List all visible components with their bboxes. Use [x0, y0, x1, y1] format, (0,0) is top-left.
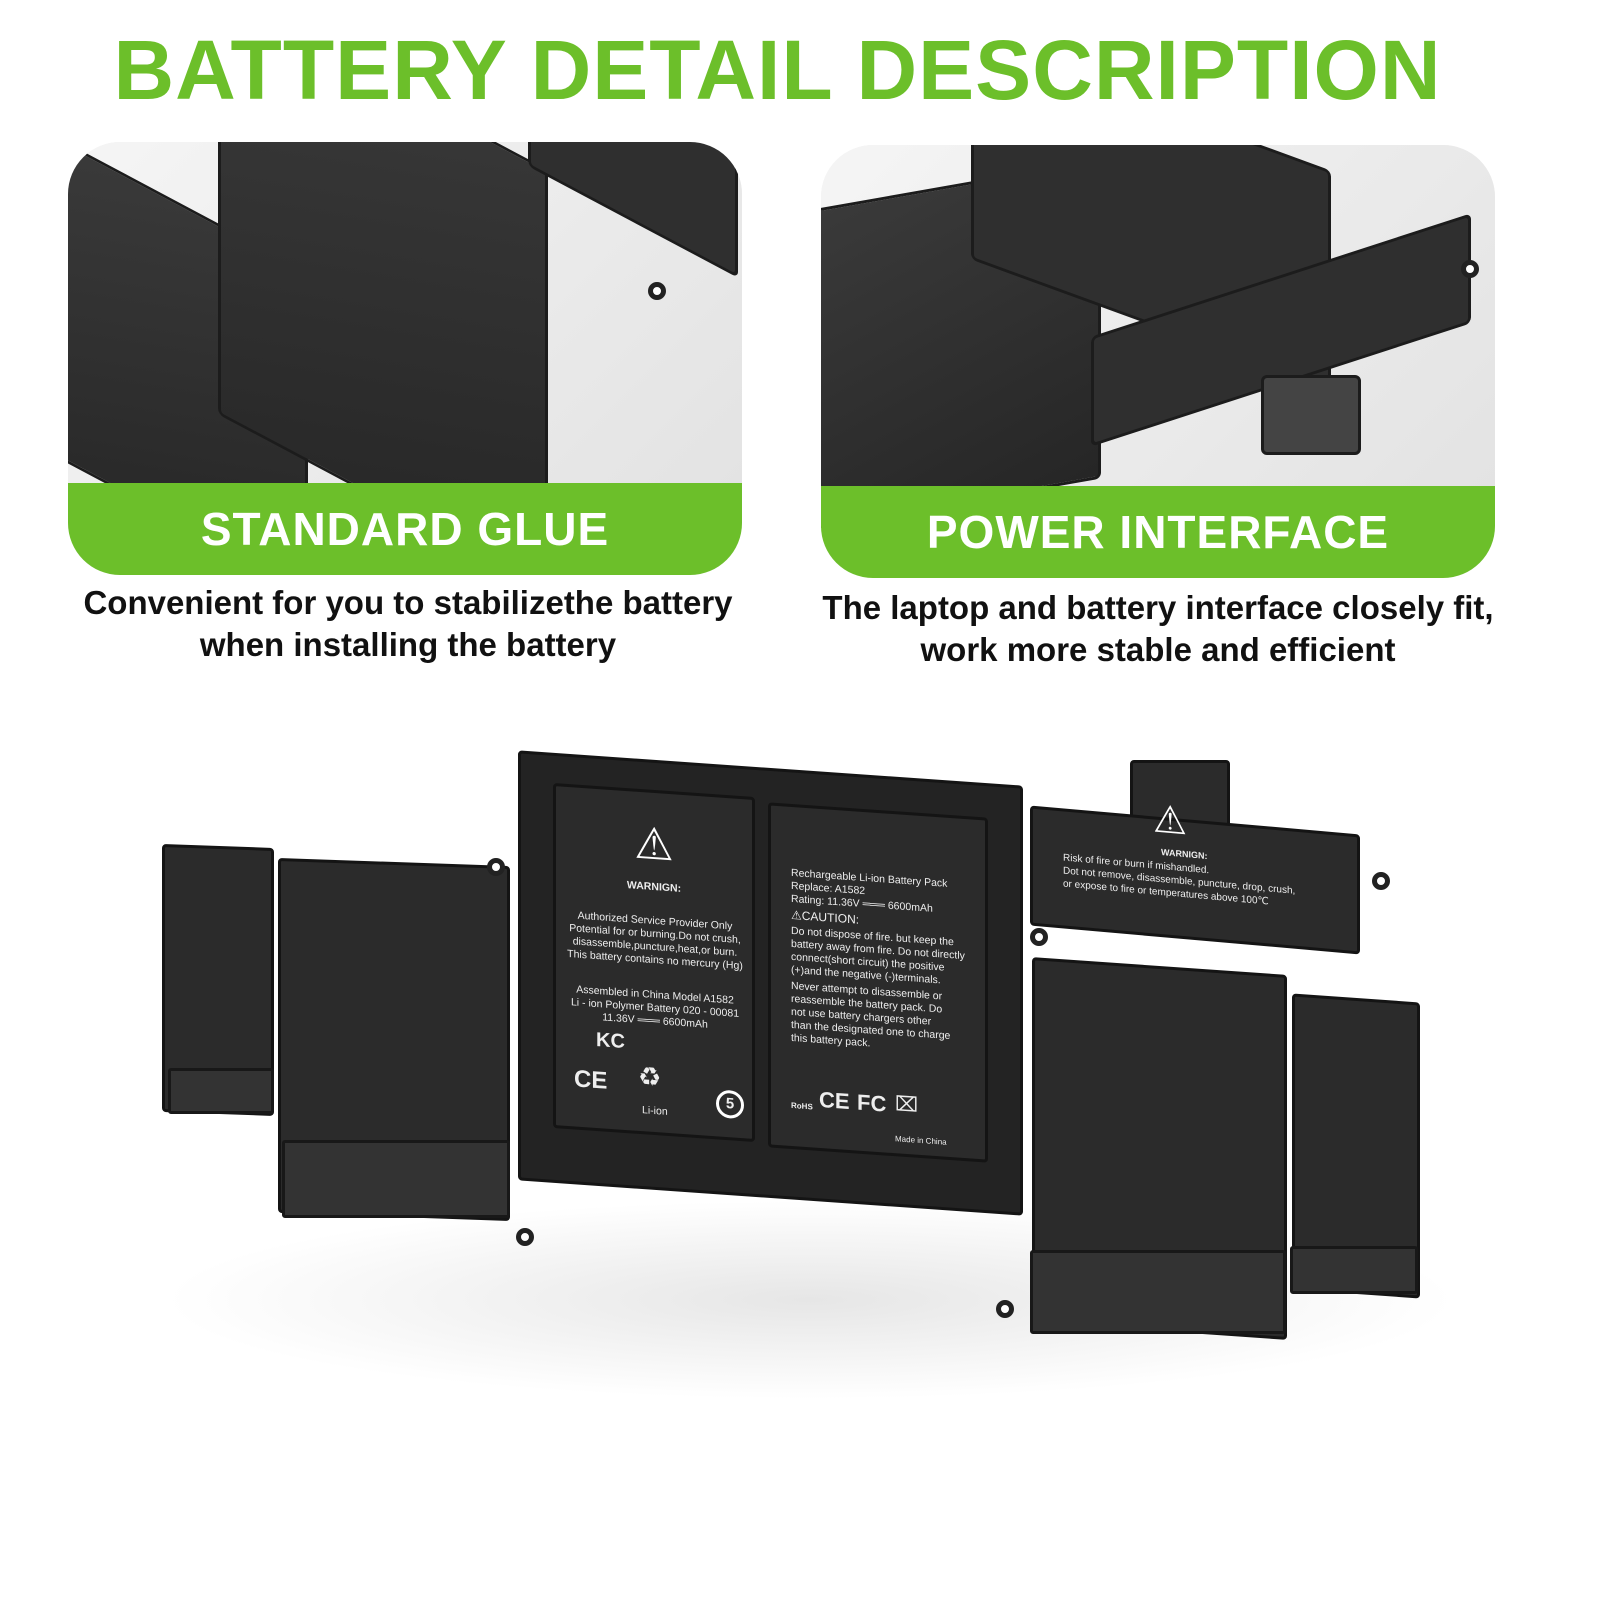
feature-caption: Convenient for you to stabilizethe batte…	[48, 582, 768, 666]
ce-mark-icon: CE	[819, 1086, 850, 1115]
warning-heading: WARNIGN:	[626, 879, 682, 895]
feature-label: POWER INTERFACE	[821, 486, 1495, 578]
connector-warning-label: ⚠ WARNIGN: Risk of fire or burn if misha…	[1030, 798, 1360, 955]
warning-triangle-icon: ⚠	[1153, 798, 1188, 844]
feature-panel-power-interface: POWER INTERFACE	[821, 145, 1495, 578]
caption-line: Convenient for you to stabilizethe batte…	[83, 584, 733, 621]
feature-label: STANDARD GLUE	[68, 483, 742, 575]
rohs-mark-icon: RoHS	[791, 1100, 813, 1112]
caption-line: work more stable and efficient	[920, 631, 1396, 668]
warning-triangle-icon: ⚠	[634, 818, 674, 871]
feature-panel-standard-glue: STANDARD GLUE	[68, 142, 742, 575]
ce-mark-icon: CE	[574, 1065, 608, 1095]
made-in-label: Made in China	[895, 1134, 947, 1147]
recycle-icon: ♻	[638, 1060, 662, 1093]
battery-label-warning: ⚠ WARNIGN: Authorized Service Provider O…	[553, 782, 755, 1143]
caption-line: when installing the battery	[199, 626, 617, 663]
weee-bin-icon: ⌧	[895, 1093, 919, 1117]
recycle-label: Li-ion	[642, 1104, 668, 1118]
battery-label-caution: Rechargeable Li-ion Battery Pack Replace…	[768, 802, 988, 1163]
caption-line: The laptop and battery interface closely…	[822, 589, 1494, 626]
fcc-mark-icon: FC	[857, 1089, 887, 1117]
page-title: BATTERY DETAIL DESCRIPTION	[113, 23, 1442, 117]
connector-closeup-image	[821, 145, 1495, 532]
feature-caption: The laptop and battery interface closely…	[798, 587, 1518, 671]
battery-closeup-image	[68, 142, 742, 575]
kc-mark-icon: KC	[596, 1028, 625, 1053]
epup-5-icon: 5	[716, 1089, 744, 1120]
